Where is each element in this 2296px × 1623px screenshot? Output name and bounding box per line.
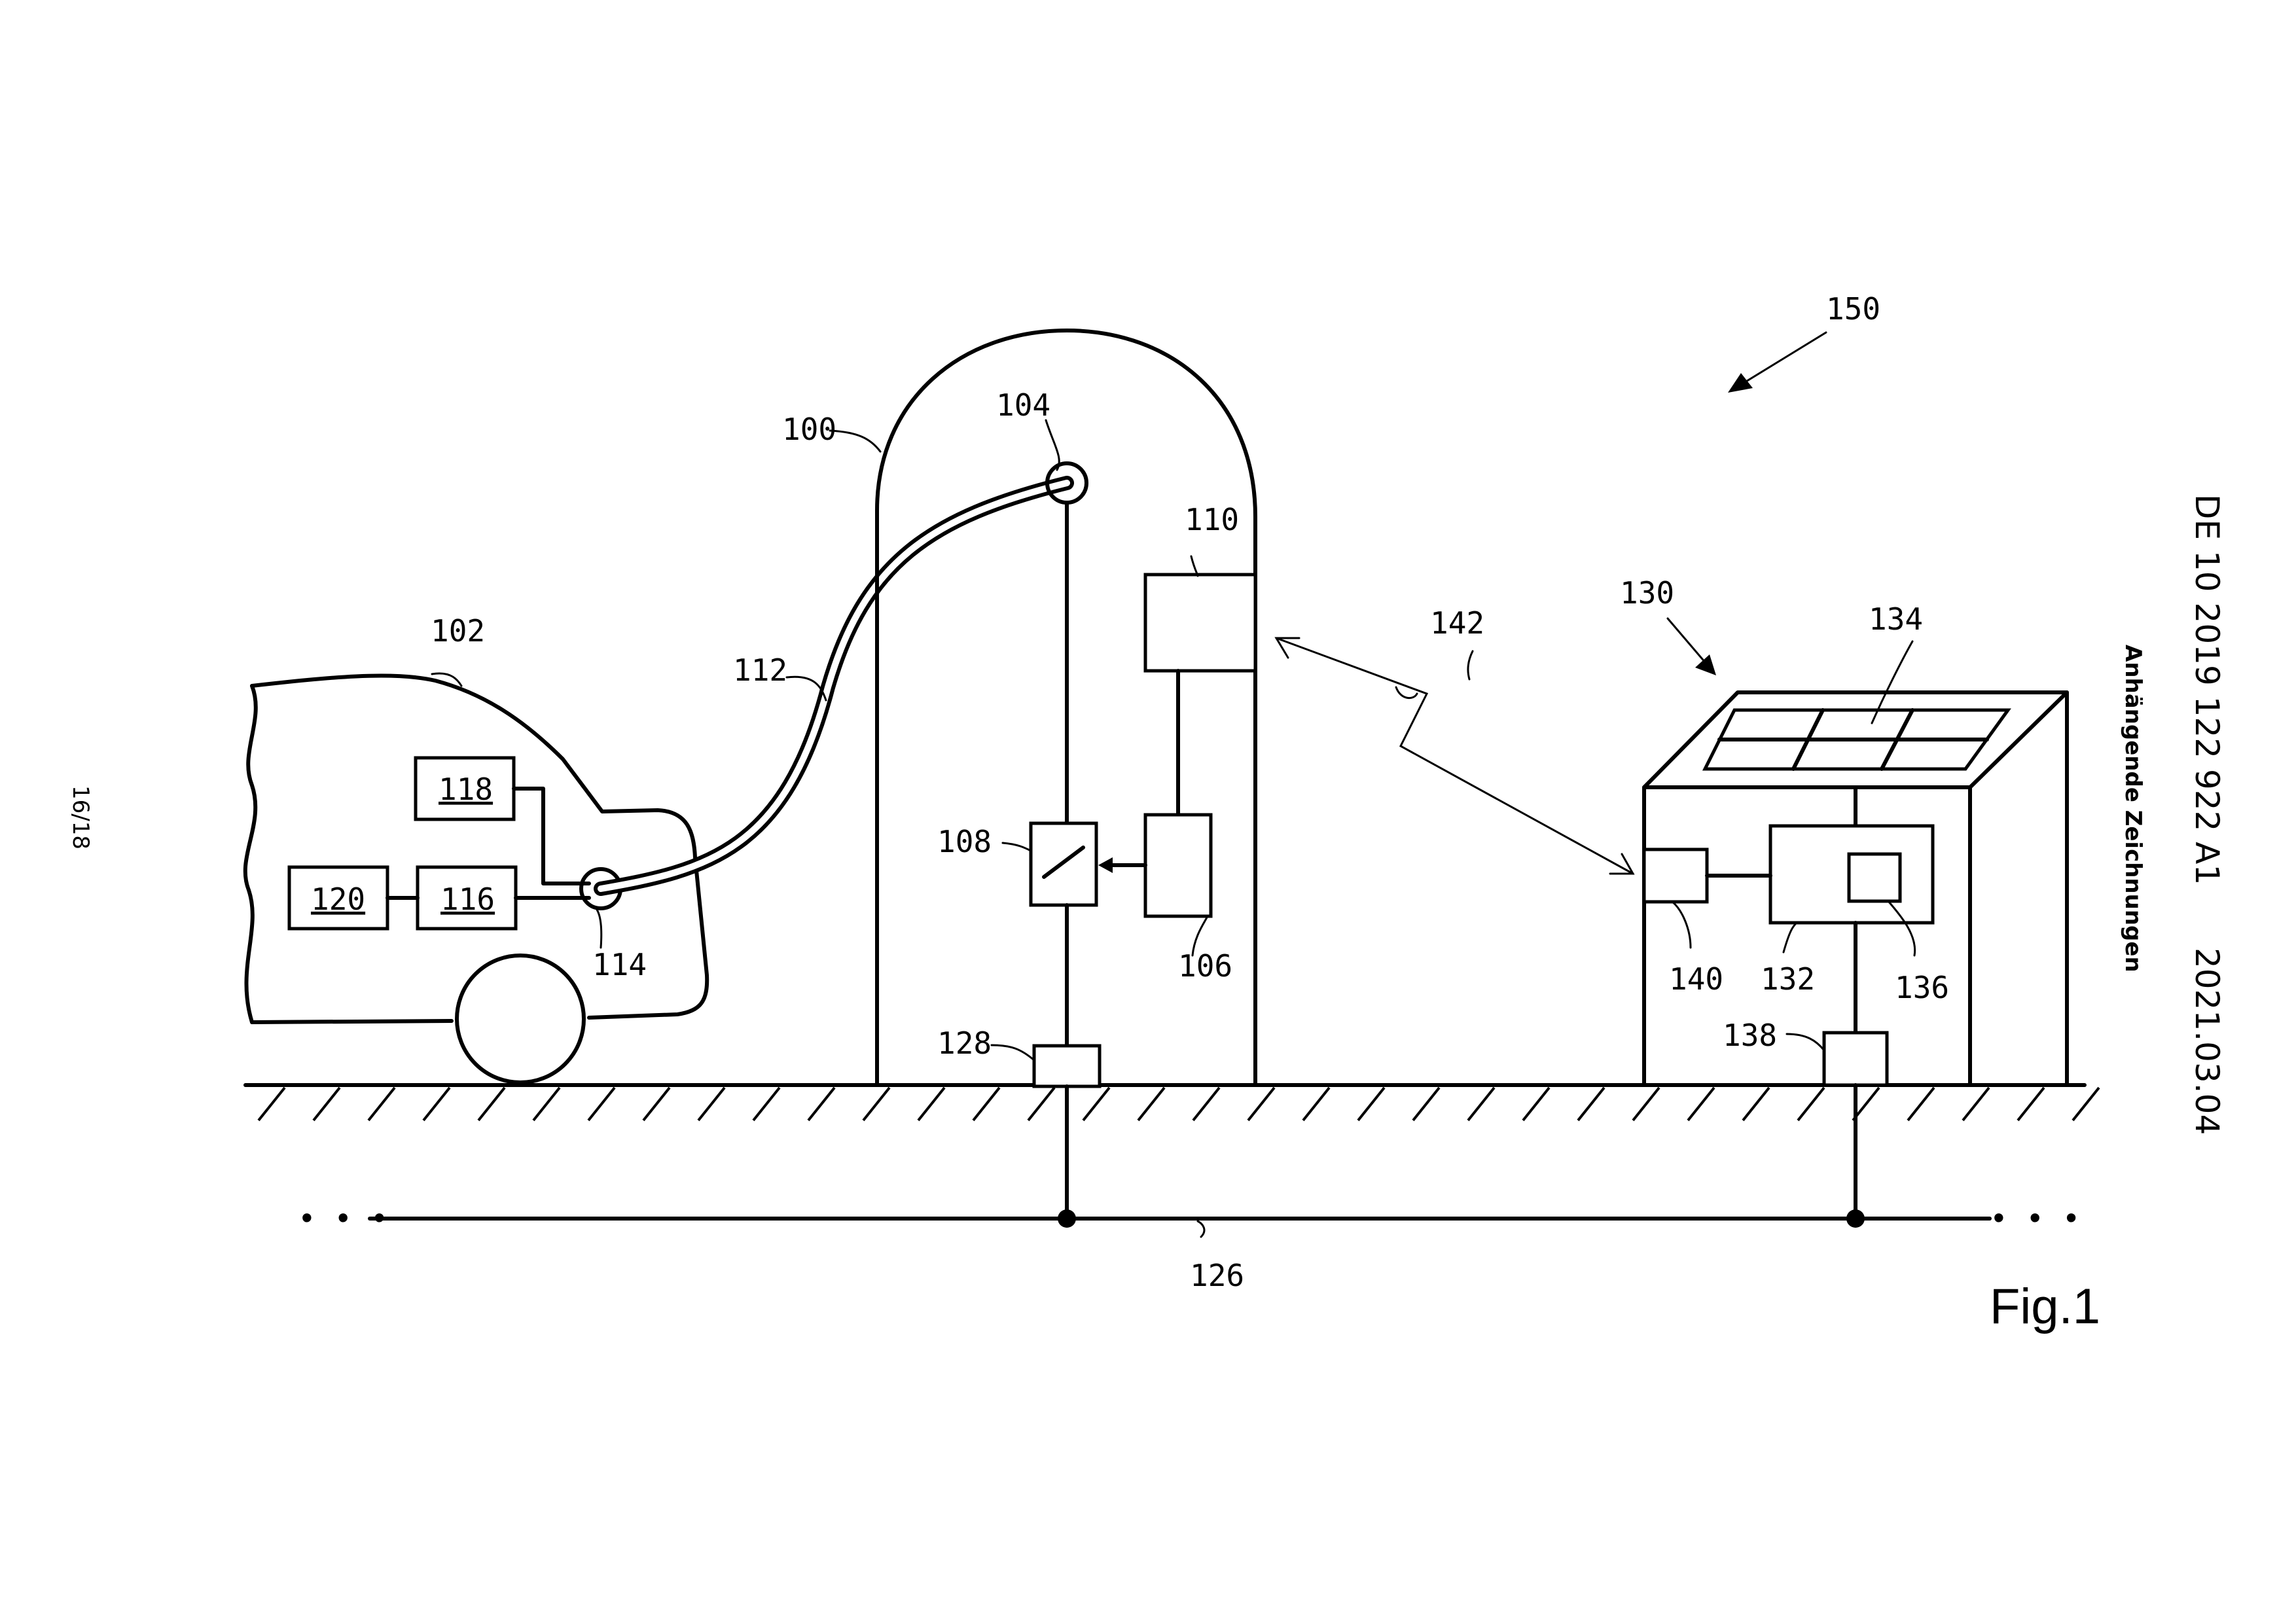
hatch-mark: [423, 1088, 450, 1120]
ref-138: 138: [1723, 1018, 1777, 1053]
charging-cable-112: [601, 483, 1067, 889]
hatch-mark: [1633, 1088, 1659, 1120]
building-130: [1644, 692, 2067, 1219]
hatch-mark: [533, 1088, 560, 1120]
ref-140: 140: [1669, 961, 1723, 997]
ref-136: 136: [1895, 970, 1949, 1005]
hatch-mark: [698, 1088, 725, 1120]
hatch-mark: [478, 1088, 505, 1120]
ref-132: 132: [1761, 961, 1815, 997]
ref-116: 116: [440, 882, 495, 917]
ref-100: 100: [782, 412, 836, 447]
grid-line-126: [370, 1209, 1990, 1228]
ref-112: 112: [733, 652, 787, 688]
hatch-mark: [1523, 1088, 1549, 1120]
hatch-mark: [2073, 1088, 2099, 1120]
figure-label: Fig.1: [1990, 1279, 2100, 1334]
hatch-mark: [314, 1088, 340, 1120]
publication-date: 2021.03.04: [2188, 948, 2226, 1135]
hatch-mark: [808, 1088, 834, 1120]
ref-102: 102: [431, 613, 485, 649]
hatch-mark: [1028, 1088, 1054, 1120]
hatch-mark: [1798, 1088, 1824, 1120]
hatch-mark: [753, 1088, 780, 1120]
hatch-mark: [368, 1088, 395, 1120]
hatch-mark: [1743, 1088, 1769, 1120]
section-title: Anhängende Zeichnungen: [2120, 645, 2146, 972]
hatch-mark: [1908, 1088, 1934, 1120]
page-number: 16/18: [67, 785, 94, 849]
hatch-mark: [1358, 1088, 1384, 1120]
hatch-mark: [1248, 1088, 1274, 1120]
ellipsis-right: • • •: [1990, 1201, 2080, 1236]
hatch-mark: [1083, 1088, 1109, 1120]
hatch-mark: [643, 1088, 670, 1120]
building-arrow-130: [1668, 618, 1716, 675]
reference-numerals: 100 102 104 106 108 110 112 114 116 118 …: [311, 291, 1949, 1293]
hatch-mark: [1138, 1088, 1164, 1120]
hatch-mark: [973, 1088, 999, 1120]
ref-134: 134: [1869, 601, 1923, 637]
hatch-mark: [1963, 1088, 1989, 1120]
ref-120: 120: [311, 882, 365, 917]
system-arrow-150: [1728, 332, 1826, 393]
hatch-mark: [1468, 1088, 1494, 1120]
ref-110: 110: [1185, 502, 1239, 537]
ref-126: 126: [1190, 1258, 1244, 1293]
ref-108: 108: [937, 824, 992, 859]
wireless-link-142: [1276, 638, 1633, 874]
hatch-mark: [863, 1088, 889, 1120]
publication-number: DE 10 2019 122 922 A1: [2188, 494, 2226, 885]
ref-106: 106: [1178, 948, 1232, 984]
hatch-mark: [1688, 1088, 1714, 1120]
hatch-mark: [1193, 1088, 1219, 1120]
ref-104: 104: [996, 387, 1050, 423]
hatch-mark: [918, 1088, 944, 1120]
hatch-mark: [1303, 1088, 1329, 1120]
ref-114: 114: [592, 947, 647, 982]
hatch-mark: [588, 1088, 615, 1120]
ref-150: 150: [1826, 291, 1880, 327]
ground-hatching: [245, 1085, 2099, 1120]
hatch-mark: [2018, 1088, 2044, 1120]
ref-130: 130: [1620, 575, 1674, 611]
ref-128: 128: [937, 1026, 992, 1061]
hatch-mark: [1578, 1088, 1604, 1120]
hatch-mark: [259, 1088, 285, 1120]
ellipsis-left: • • •: [298, 1201, 388, 1236]
hatch-mark: [1413, 1088, 1439, 1120]
ref-118: 118: [439, 772, 493, 807]
ref-142: 142: [1430, 605, 1484, 641]
